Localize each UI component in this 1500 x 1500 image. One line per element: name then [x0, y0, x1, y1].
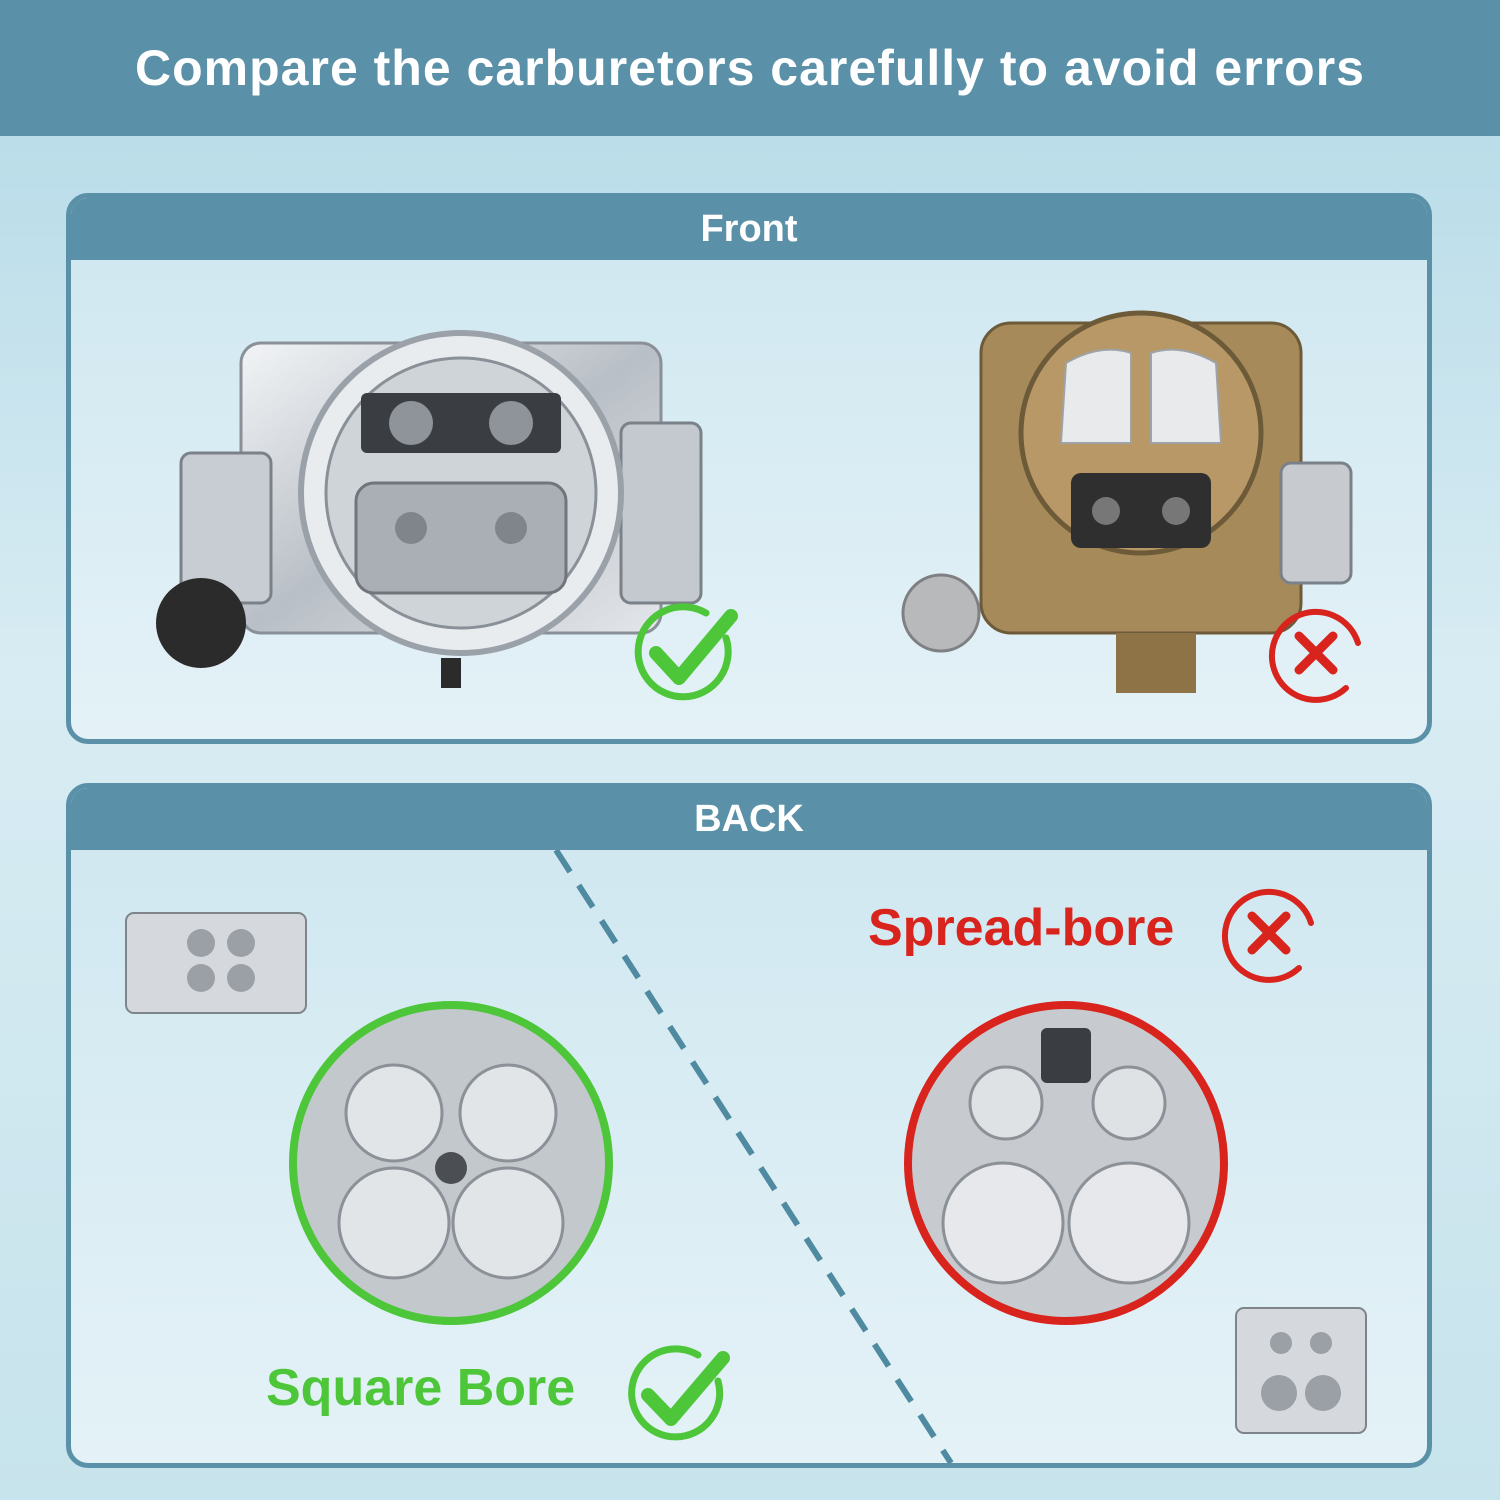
front-panel-header: Front [71, 198, 1427, 260]
check-icon [634, 603, 738, 701]
front-panel: Front [66, 193, 1432, 744]
x-icon [1221, 888, 1314, 983]
dashed-divider [553, 850, 954, 1463]
spread-bore-closeup-image [904, 1001, 1228, 1325]
square-bore-carburetor-front-image [156, 330, 703, 688]
back-panel-title: BACK [694, 797, 804, 840]
check-icon [628, 1345, 730, 1441]
spread-bore-thumbnail-image [1235, 1307, 1367, 1434]
square-bore-closeup-image [289, 1001, 613, 1325]
square-bore-label: Square Bore [266, 1359, 576, 1417]
spread-bore-carburetor-front-image [901, 310, 1353, 693]
page-title: Compare the carburetors carefully to avo… [135, 40, 1365, 96]
spread-bore-label: Spread-bore [868, 899, 1175, 957]
back-panel-header: BACK [71, 788, 1427, 850]
square-bore-thumbnail-image [125, 912, 307, 1014]
top-banner: Compare the carburetors carefully to avo… [0, 0, 1500, 136]
x-icon [1268, 608, 1361, 703]
front-panel-title: Front [700, 207, 798, 250]
back-panel: BACK Square Bore Spread-bore [66, 783, 1432, 1468]
